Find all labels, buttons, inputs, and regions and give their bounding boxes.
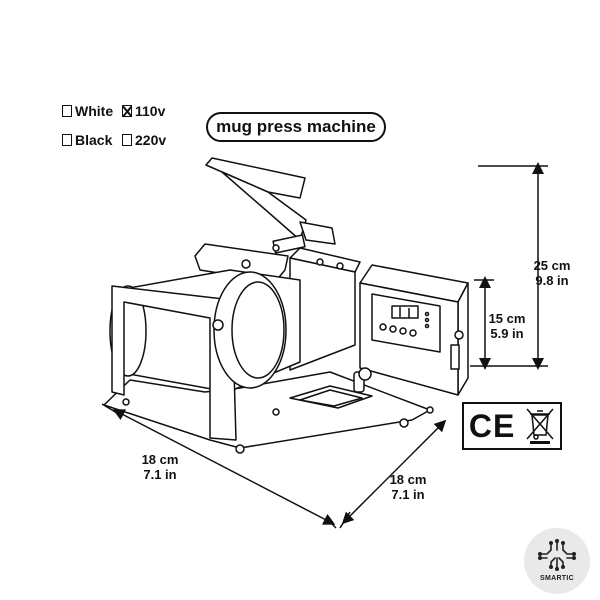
panel-button [389,325,397,333]
brand-name: SMARTIC [540,575,574,582]
dim-label-height-panel: 15 cm 5.9 in [484,311,530,341]
option-black-label: Black [75,132,113,148]
dim-height-total-in: 9.8 in [535,273,569,288]
dim-height-panel-cm: 15 cm [488,311,526,326]
option-white: White [62,103,113,119]
dim-width-left-cm: 18 cm [141,452,179,467]
dim-label-width-right: 18 cm 7.1 in [382,472,434,502]
control-panel [371,293,441,353]
dim-width-right-in: 7.1 in [391,487,425,502]
base-foot [235,444,245,454]
indicator-light [424,323,430,329]
circuit-chip-icon [538,539,576,571]
handle-link [299,221,336,245]
option-220v: 220v [122,132,166,148]
dim-width-right-cm: 18 cm [389,472,427,487]
pressure-knob-cap [358,367,372,381]
brand-logo: SMARTIC [524,528,590,594]
220v-checkbox [122,134,132,146]
black-checkbox [62,134,72,146]
base-foot [122,398,130,406]
product-title: mug press machine [206,112,386,142]
fuse-holder [454,330,464,340]
dim-line-width-right [341,419,447,525]
panel-button [409,329,417,337]
crossed-out-wheelie-bin-icon [526,408,554,444]
base-foot [399,418,409,428]
option-220v-label: 220v [135,132,167,148]
dim-height-panel-in: 5.9 in [490,326,524,341]
option-black: Black [62,132,112,148]
white-checkbox [62,105,72,117]
panel-button [399,327,407,335]
certification-box: CE [462,402,562,450]
ce-mark: CE [468,408,516,444]
base-foot [426,406,434,414]
sleeve-inner-ring [231,281,285,379]
dim-height-total-cm: 25 cm [533,258,571,273]
temperature-display [391,305,419,319]
dim-line-width-left [112,409,336,525]
option-110v-label: 110v [135,103,166,119]
option-110v: 110v [122,103,165,119]
power-switch [450,344,460,370]
panel-button [379,323,387,331]
indicator-light [424,311,430,317]
base-plate [103,371,431,449]
sleeve-screw [212,319,224,331]
option-white-label: White [75,103,114,119]
indicator-light [424,317,430,323]
110v-checkbox-checked [122,105,132,117]
dim-label-height-total: 25 cm 9.8 in [528,258,576,288]
dim-width-left-in: 7.1 in [143,467,177,482]
dim-label-width-left: 18 cm 7.1 in [134,452,186,482]
